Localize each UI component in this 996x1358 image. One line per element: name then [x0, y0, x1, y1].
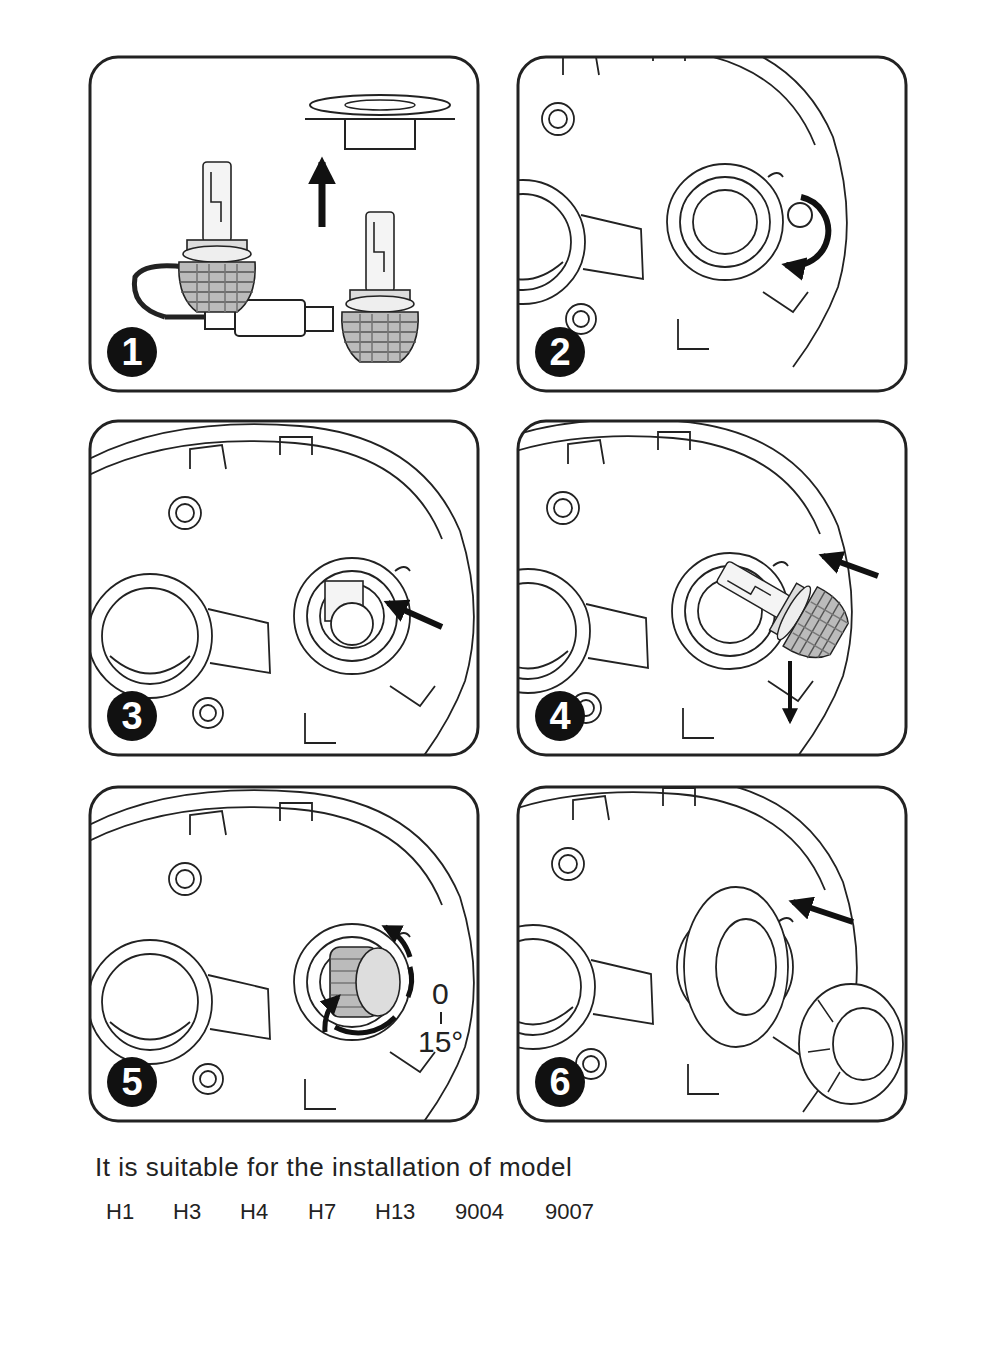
callout-circle: 4	[535, 691, 585, 741]
callout-number: 1	[121, 333, 142, 371]
model-name: H4	[240, 1200, 268, 1224]
callout-number: 2	[549, 333, 570, 371]
callout-circle: 3	[107, 691, 157, 741]
model-name: H7	[308, 1200, 336, 1224]
angle-label: 0	[432, 977, 449, 1010]
model-name: H3	[173, 1200, 201, 1224]
callout-number: 5	[121, 1063, 142, 1101]
model-name: 9007	[545, 1200, 594, 1224]
callout-circle: 2	[535, 327, 585, 377]
callout-number: 6	[549, 1063, 570, 1101]
callout-circle: 1	[107, 327, 157, 377]
callout-number: 4	[549, 697, 570, 735]
model-name: H13	[375, 1200, 415, 1224]
angle-label: 15°	[418, 1025, 463, 1058]
callout-number: 3	[121, 697, 142, 735]
compatibility-caption: It is suitable for the installation of m…	[95, 1153, 572, 1182]
callout-circle: 5	[107, 1057, 157, 1107]
model-name: H1	[106, 1200, 134, 1224]
callout-circle: 6	[535, 1057, 585, 1107]
model-name: 9004	[455, 1200, 504, 1224]
